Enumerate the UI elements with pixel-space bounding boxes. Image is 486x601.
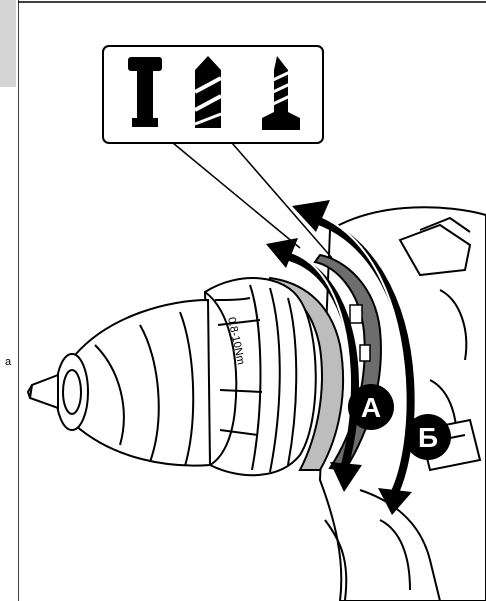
margin-letter: a — [5, 356, 12, 368]
callout-leaders — [172, 142, 333, 259]
chuck-cone — [26, 298, 212, 467]
screwdriver-bit-icon — [128, 57, 162, 127]
drill-figure: 0.8-10Nm — [18, 0, 486, 601]
arrow-b-head-bottom — [378, 488, 412, 515]
drill-illustration: 0.8-10Nm — [18, 0, 486, 601]
torque-collar — [264, 276, 345, 471]
marker-a-letter: А — [361, 392, 381, 423]
drill-bit-icon — [194, 56, 222, 128]
marker-a: А — [348, 384, 394, 430]
marker-b: Б — [405, 414, 451, 460]
arrow-a-head-bottom — [330, 462, 362, 492]
arrow-a-head-top — [266, 238, 298, 268]
arrow-b-head-top — [292, 200, 330, 232]
chuck-sleeve: 0.8-10Nm — [203, 277, 317, 477]
marker-b-letter: Б — [418, 422, 438, 453]
masonry-drill-icon — [262, 56, 300, 130]
rotation-arrows — [266, 200, 415, 515]
mode-callout-box — [102, 45, 324, 144]
sidebar-tab — [0, 0, 16, 87]
